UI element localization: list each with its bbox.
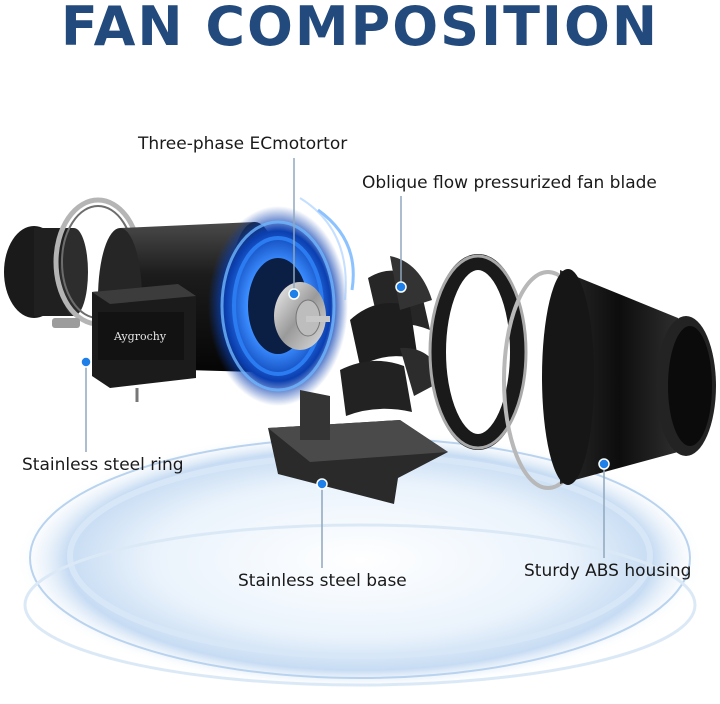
steel-ring-2 [428, 254, 594, 490]
marker-housing [598, 458, 610, 470]
marker-motor [288, 288, 300, 300]
label-housing: Sturdy ABS housing [524, 561, 692, 581]
inlet-collar [4, 226, 88, 318]
label-motor: Three-phase ECmotortor [138, 134, 348, 154]
fan-blade [340, 256, 444, 416]
leader-lines [85, 158, 605, 568]
label-ring: Stainless steel ring [22, 455, 184, 475]
brand-plate: Aygrochy [113, 330, 167, 343]
callout-markers [80, 281, 610, 490]
motor-hub [274, 282, 330, 350]
marker-blade [395, 281, 407, 293]
steel-base [268, 390, 448, 504]
label-blade: Oblique flow pressurized fan blade [362, 173, 657, 193]
abs-housing [542, 269, 716, 485]
marker-ring [80, 356, 92, 368]
terminal-box [92, 284, 196, 402]
marker-base [316, 478, 328, 490]
page-title: FAN COMPOSITION [60, 0, 660, 58]
label-base: Stainless steel base [238, 571, 407, 591]
